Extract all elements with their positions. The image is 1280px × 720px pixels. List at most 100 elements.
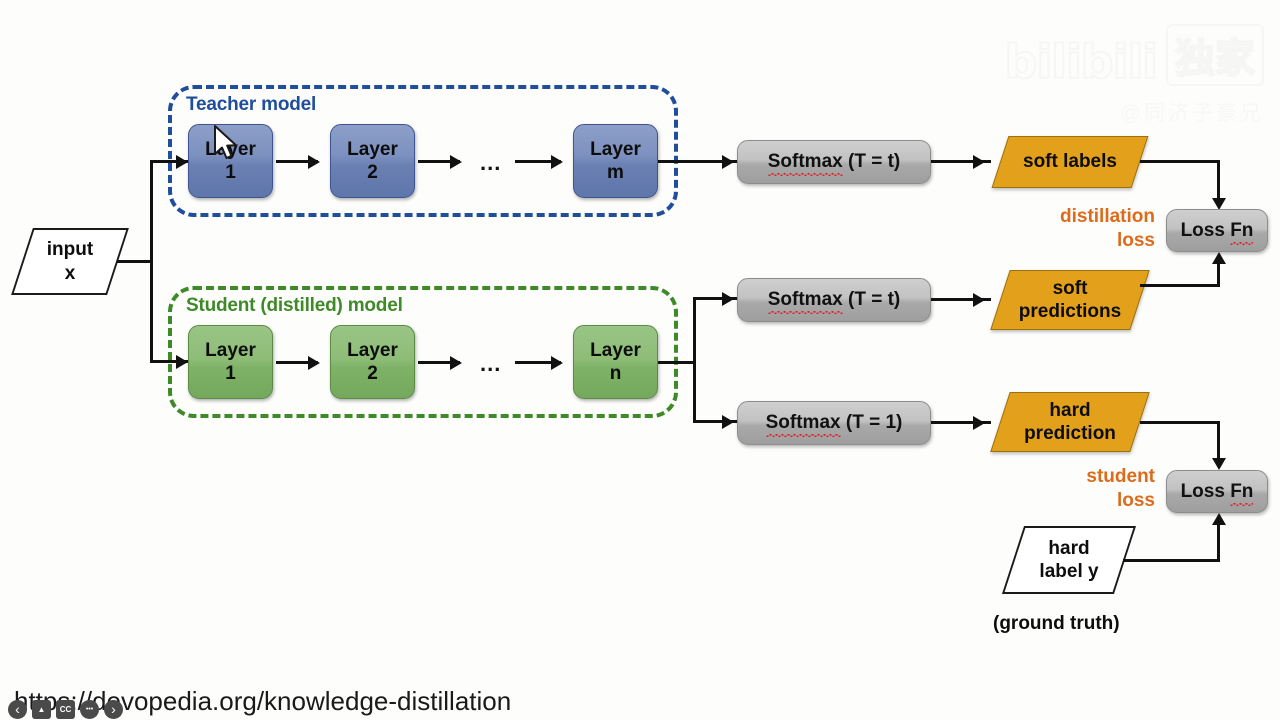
arrowhead-input-to-teacher <box>176 155 188 169</box>
student-model-title: Student (distilled) model <box>186 295 403 316</box>
arrowhead-softmax3-to-hardpred <box>973 416 985 430</box>
teacher-ellipsis: ... <box>480 150 502 175</box>
student-layer-n-line2: n <box>609 363 622 384</box>
student-layer-1-line1: Layer <box>205 339 256 361</box>
teacher-model-title: Teacher model <box>186 94 317 115</box>
connector-student-split-bus <box>693 297 696 423</box>
arrowhead-softmax2-to-softpred <box>973 293 985 307</box>
connector-softlabels-to-loss1 <box>1140 160 1220 163</box>
teacher-layer-1-line2: 1 <box>225 162 236 183</box>
connector-student-to-softmax2 <box>693 297 739 300</box>
connector-student-out <box>658 361 696 364</box>
distillation-loss-line2: loss <box>1116 229 1155 251</box>
forward-arrow-icon[interactable]: › <box>104 700 123 719</box>
softmax-teacher-box: Softmax (T = t) <box>737 140 931 184</box>
watermark-brand: bilibili <box>1004 34 1159 90</box>
connector-teacher-dots-lm <box>515 160 561 163</box>
connector-student-l2-dots <box>418 361 460 364</box>
connector-input-out <box>117 260 153 263</box>
softmax-student-soft-word: Softmax <box>767 289 843 314</box>
connector-teacher-to-softmax <box>658 160 744 163</box>
softmax-student-hard-box: Softmax (T = 1) <box>737 401 931 445</box>
arrowhead-student-to-softmax3 <box>722 415 734 429</box>
softmax-student-hard-rest: (T = 1) <box>840 412 903 433</box>
soft-labels-node: soft labels <box>991 136 1149 188</box>
hard-label-line1: hard <box>1048 537 1090 559</box>
connector-softlabels-drop <box>1217 160 1220 201</box>
player-control-bar[interactable]: ‹ ▲ CC ••• › <box>8 700 123 719</box>
distillation-loss-label: distillation loss <box>1020 205 1155 253</box>
back-arrow-icon[interactable]: ‹ <box>8 700 27 719</box>
connector-softmax1-to-softlabels <box>931 160 991 163</box>
input-label-line2: x <box>64 262 76 284</box>
connector-softpred-rise <box>1217 262 1220 287</box>
watermark-author: @同济子豪兄 <box>1119 102 1264 125</box>
watermark-badge: 独家 <box>1166 24 1264 86</box>
connector-student-dots-ln <box>515 361 561 364</box>
arrowhead-student-l2-dots <box>450 356 462 370</box>
cc-glyph: CC <box>59 704 72 714</box>
connector-input-bus <box>150 161 153 363</box>
ground-truth-note: (ground truth) <box>993 613 1120 634</box>
teacher-layer-2-line1: Layer <box>347 138 398 160</box>
soft-predictions-line1: soft <box>1052 277 1088 299</box>
soft-labels-label: soft labels <box>1023 151 1117 173</box>
back-arrow-glyph: ‹ <box>15 700 20 717</box>
forward-arrow-glyph: › <box>111 700 116 717</box>
arrowhead-student-to-softmax2 <box>722 292 734 306</box>
teacher-layer-1: Layer 1 <box>188 124 273 198</box>
loss-fn-student-box: Loss Fn <box>1166 470 1268 513</box>
connector-hardlabel-rise <box>1217 523 1220 562</box>
student-ellipsis: ... <box>480 351 502 376</box>
input-node: input x <box>11 228 129 295</box>
arrowhead-hardlabel-to-loss2 <box>1212 513 1226 525</box>
connector-student-l1-l2 <box>276 361 318 364</box>
student-layer-2-line1: Layer <box>347 339 398 361</box>
connector-hardpred-to-loss2 <box>1140 421 1220 424</box>
connector-softpred-to-loss1 <box>1140 284 1220 287</box>
student-layer-1-line2: 1 <box>225 363 236 384</box>
loss-fn-distillation-word: Loss <box>1180 219 1231 241</box>
softmax-student-soft-box: Softmax (T = t) <box>737 278 931 322</box>
arrowhead-teacher-dots-lm <box>551 155 563 169</box>
connector-student-to-softmax3 <box>693 420 739 423</box>
loss-fn-distillation-box: Loss Fn <box>1166 209 1268 252</box>
loss-fn-student-word: Loss <box>1180 480 1231 502</box>
softmax-teacher-word: Softmax <box>767 151 843 176</box>
hard-prediction-line1: hard <box>1049 399 1091 421</box>
arrowhead-teacher-to-softmax <box>722 155 734 169</box>
arrowhead-input-to-student <box>176 355 188 369</box>
student-layer-1: Layer 1 <box>188 325 273 399</box>
student-loss-line2: loss <box>1116 489 1155 511</box>
arrowhead-softlabels-to-loss1 <box>1212 198 1226 210</box>
arrowhead-softmax1-to-softlabels <box>973 155 985 169</box>
cast-icon[interactable]: ▲ <box>32 700 51 719</box>
more-options-icon[interactable]: ••• <box>80 700 99 719</box>
arrowhead-softpred-to-loss1 <box>1212 252 1226 264</box>
arrowhead-student-dots-ln <box>551 356 563 370</box>
connector-teacher-l1-l2 <box>276 160 318 163</box>
student-layer-2-line2: 2 <box>367 363 378 384</box>
connector-softmax3-to-hardpred <box>931 421 991 424</box>
closed-captions-icon[interactable]: CC <box>56 700 75 719</box>
hard-prediction-node: hard prediction <box>990 392 1150 452</box>
softmax-student-soft-rest: (T = t) <box>842 289 901 310</box>
soft-predictions-line2: predictions <box>1018 301 1122 322</box>
teacher-layer-2-line2: 2 <box>367 162 378 183</box>
soft-predictions-node: soft predictions <box>990 270 1150 330</box>
teacher-layer-m-line1: Layer <box>590 138 641 160</box>
teacher-layer-m-line2: m <box>607 162 624 183</box>
input-label-line1: input <box>46 239 94 261</box>
connector-softmax2-to-softpred <box>931 298 991 301</box>
teacher-model-group <box>168 85 678 217</box>
teacher-layer-m: Layer m <box>573 124 658 198</box>
loss-fn-student-squiggle: Fn <box>1230 480 1254 506</box>
connector-teacher-l2-dots <box>418 160 460 163</box>
student-model-group <box>168 286 678 418</box>
softmax-student-hard-word: Softmax <box>765 412 841 437</box>
teacher-layer-2: Layer 2 <box>330 124 415 198</box>
student-loss-line1: student <box>1086 466 1155 487</box>
arrowhead-teacher-l2-dots <box>450 155 462 169</box>
